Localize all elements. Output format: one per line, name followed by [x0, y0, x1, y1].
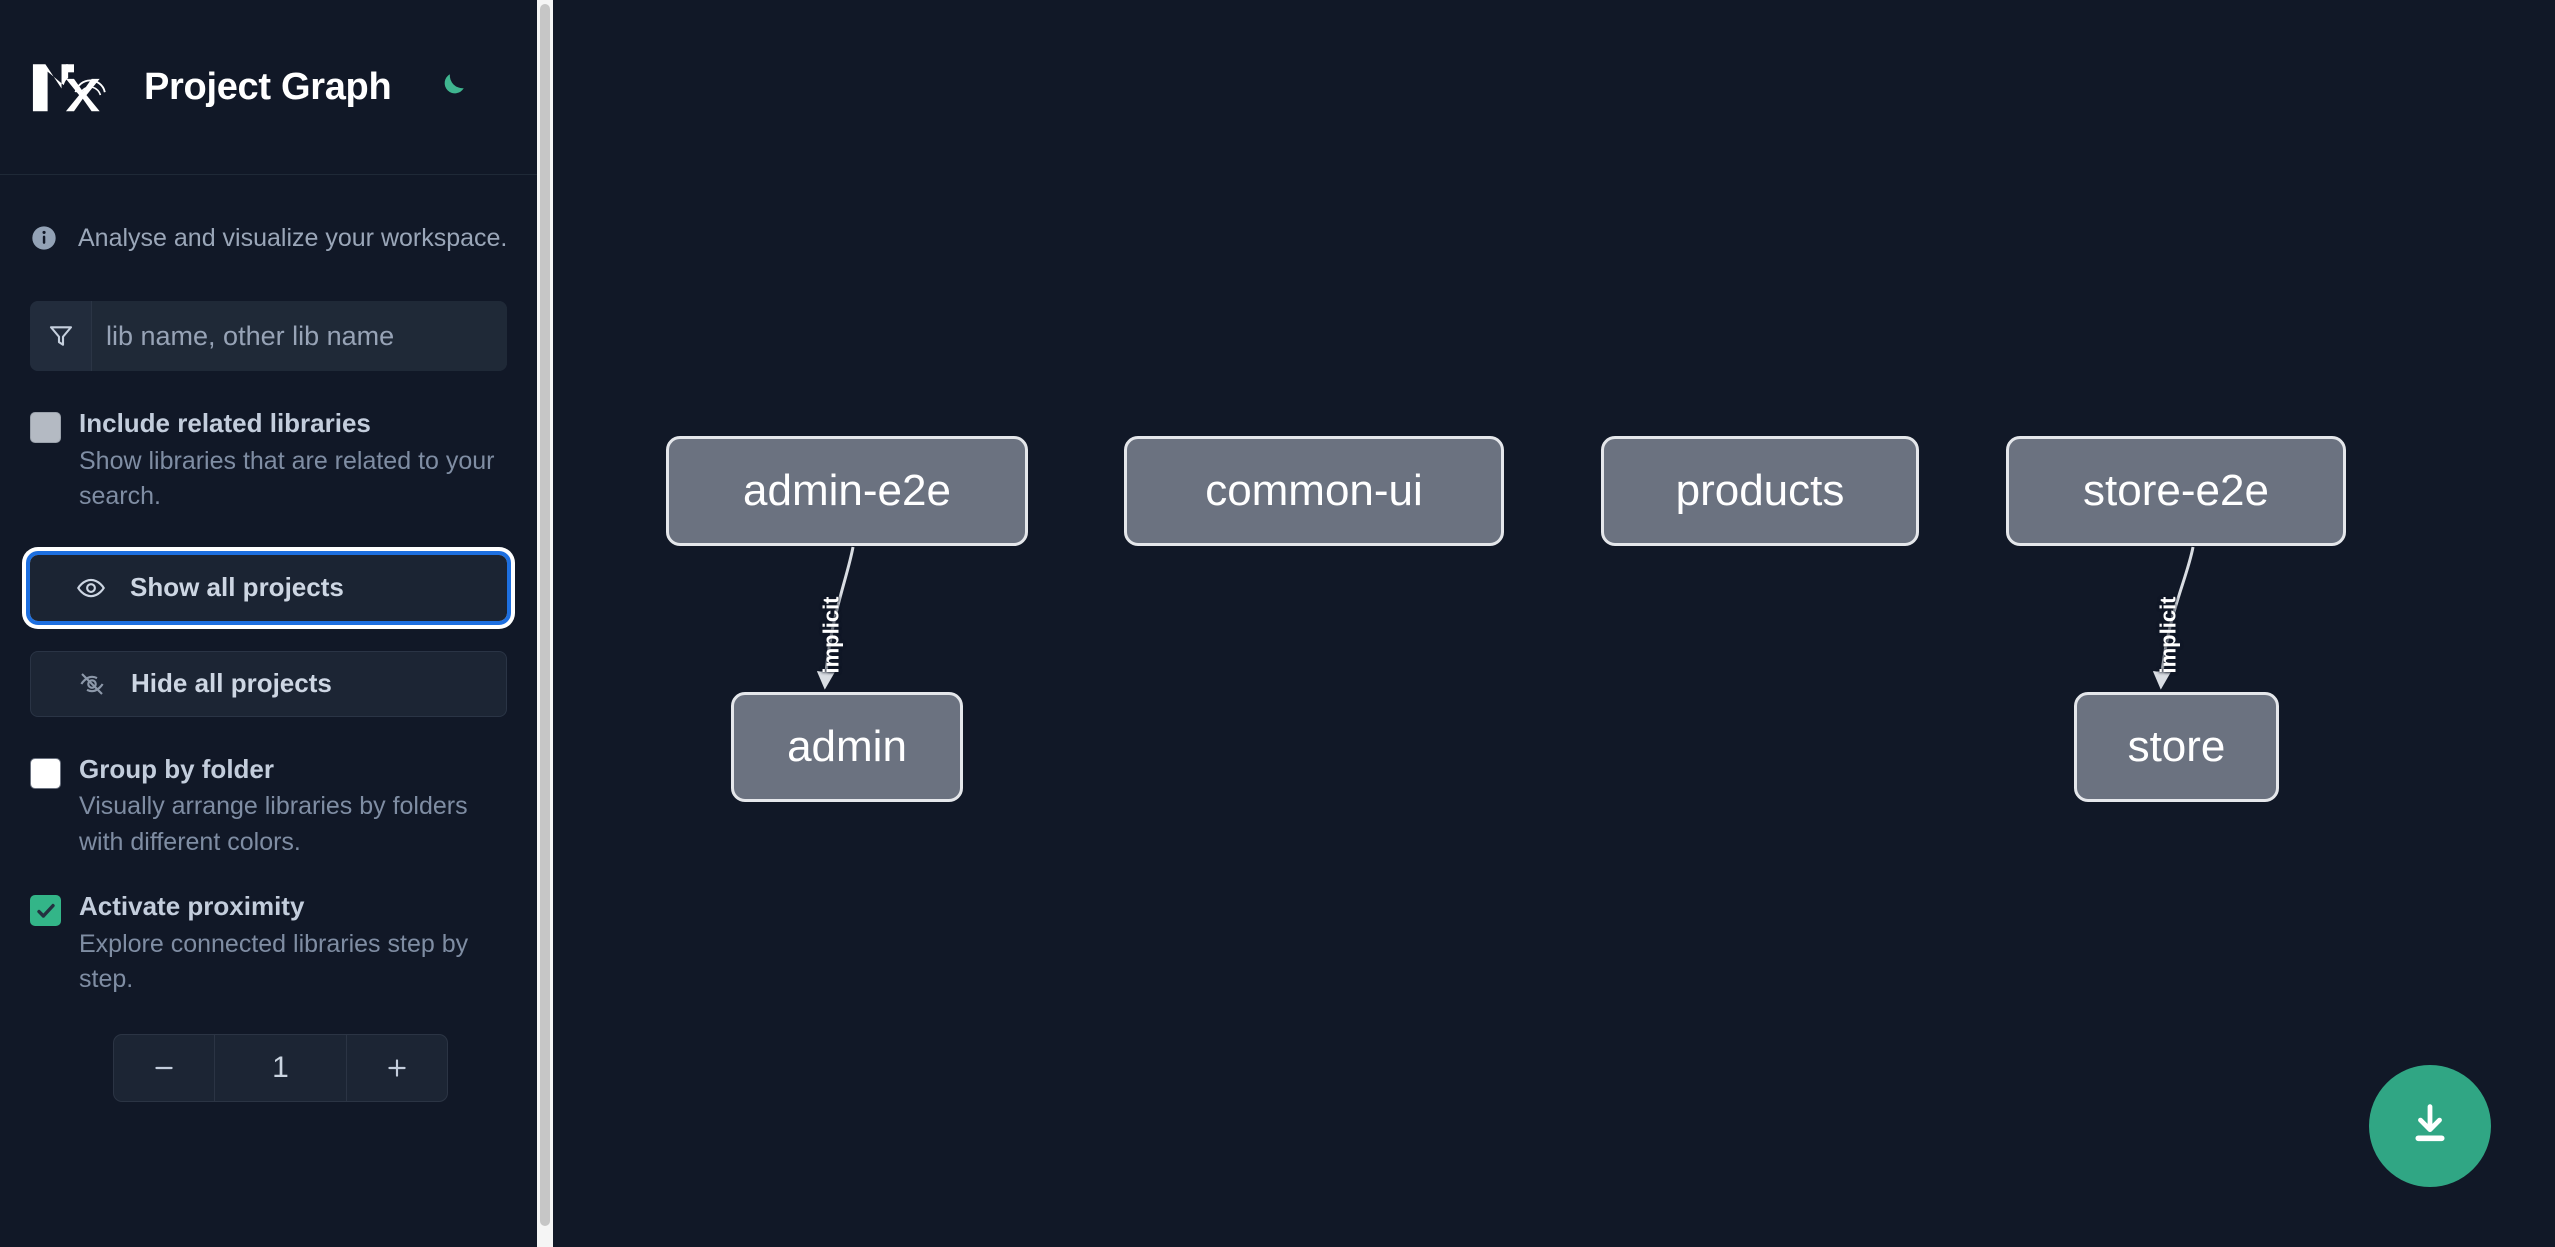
tagline-text: Analyse and visualize your workspace. [78, 223, 508, 252]
edge-label-store-implicit: implicit [2155, 596, 2181, 674]
filter-funnel-icon [30, 301, 92, 371]
stepper-increment-button[interactable] [347, 1035, 447, 1101]
node-label: admin-e2e [743, 466, 951, 515]
tagline: Analyse and visualize your workspace. [0, 175, 537, 265]
graph-edges [816, 546, 2195, 690]
page-title: Project Graph [144, 65, 392, 108]
sidebar-content: Project Graph Analyse and visualize yo [0, 0, 537, 1102]
graph-node-admin-e2e[interactable]: admin-e2e [666, 436, 1028, 546]
option-group-by-folder[interactable]: Group by folder Visually arrange librari… [0, 717, 537, 861]
node-label: admin [787, 722, 907, 771]
download-icon [2404, 1098, 2456, 1155]
graph-canvas[interactable]: admin-e2e common-ui products store-e2e a… [553, 0, 2555, 1247]
option-label: Include related libraries [79, 408, 371, 438]
search-field[interactable] [30, 301, 507, 371]
sidebar-header: Project Graph [0, 0, 537, 175]
graph-node-store-e2e[interactable]: store-e2e [2006, 436, 2346, 546]
show-all-projects-button[interactable]: Show all projects [26, 550, 511, 625]
activate-proximity-checkbox[interactable] [30, 895, 61, 926]
node-label: store [2127, 722, 2226, 771]
sidebar-scrollbar-thumb[interactable] [540, 4, 550, 1226]
option-description: Visually arrange libraries by folders wi… [79, 792, 468, 856]
graph-node-products[interactable]: products [1601, 436, 1919, 546]
stepper-value[interactable]: 1 [214, 1034, 347, 1101]
option-label: Group by folder [79, 753, 274, 784]
button-spacer [30, 621, 507, 651]
sidebar-scrollbar[interactable] [537, 0, 553, 1247]
node-label: products [1675, 466, 1845, 515]
proximity-stepper-wrap: 1 [0, 998, 537, 1102]
project-visibility-buttons: Show all projects Hide all projects [26, 550, 511, 717]
eye-off-icon [77, 669, 107, 699]
stepper-decrement-button[interactable] [114, 1035, 214, 1101]
option-label: Activate proximity [79, 891, 305, 921]
node-label: common-ui [1205, 466, 1423, 515]
sidebar: Project Graph Analyse and visualize yo [0, 0, 553, 1247]
graph-node-admin[interactable]: admin [731, 692, 963, 802]
proximity-stepper: 1 [113, 1033, 448, 1102]
download-graph-button[interactable] [2369, 1065, 2491, 1187]
moon-icon[interactable] [431, 67, 471, 107]
include-related-libraries-checkbox[interactable] [30, 412, 61, 443]
hide-all-projects-button[interactable]: Hide all projects [30, 650, 507, 717]
nx-logo-icon [30, 59, 118, 115]
edge-label-admin-implicit: implicit [818, 596, 844, 674]
option-include-related-libraries[interactable]: Include related libraries Show libraries… [0, 371, 537, 515]
node-label: store-e2e [2083, 466, 2269, 515]
graph-node-common-ui[interactable]: common-ui [1124, 436, 1504, 546]
edge-store-e2e-store [2152, 546, 2195, 690]
option-description: Show libraries that are related to your … [79, 446, 495, 511]
minus-icon [155, 1066, 173, 1069]
search-input[interactable] [92, 301, 507, 371]
hide-all-projects-label: Hide all projects [131, 668, 332, 698]
edge-admin-e2e-admin [816, 546, 855, 690]
show-all-projects-label: Show all projects [130, 572, 344, 602]
option-activate-proximity[interactable]: Activate proximity Explore connected lib… [0, 860, 537, 998]
option-description: Explore connected libraries step by step… [79, 929, 469, 994]
plus-icon [388, 1058, 406, 1077]
eye-icon [76, 573, 106, 603]
group-by-folder-checkbox[interactable] [30, 757, 61, 789]
info-icon [30, 224, 58, 252]
graph-node-store[interactable]: store [2074, 692, 2279, 802]
